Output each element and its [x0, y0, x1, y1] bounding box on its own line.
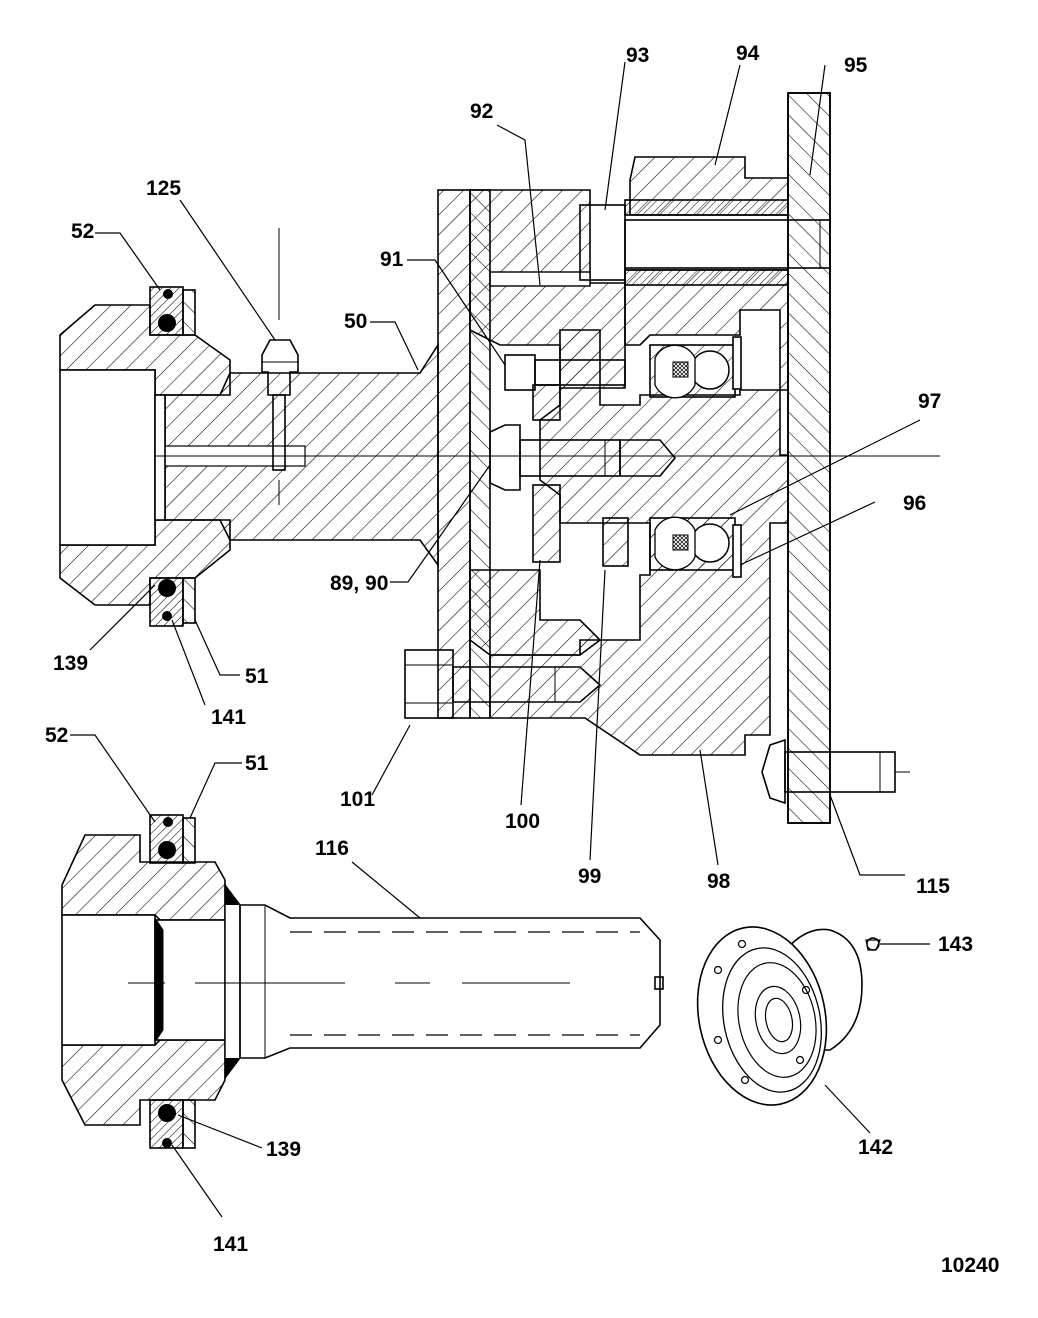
label-52-lower: 52 [45, 724, 68, 747]
label-98: 98 [707, 870, 731, 893]
label-139-upper: 139 [53, 652, 88, 675]
label-139-lower: 139 [266, 1138, 301, 1161]
label-100: 100 [505, 810, 540, 833]
label-97: 97 [918, 390, 941, 413]
label-96: 96 [903, 492, 926, 515]
label-141-lower: 141 [213, 1233, 248, 1256]
part-101-bolt [404, 649, 602, 719]
label-94: 94 [736, 42, 760, 65]
upper-assembly [59, 92, 940, 824]
label-101: 101 [340, 788, 375, 811]
figure-id: 10240 [941, 1254, 999, 1277]
part-143-fitting [865, 937, 881, 951]
label-95: 95 [844, 54, 868, 77]
label-50: 50 [344, 310, 367, 333]
label-52-upper: 52 [71, 220, 94, 243]
part-89-90-bolt [489, 424, 677, 491]
label-141-upper: 141 [211, 706, 246, 729]
seal-stack-lower-bottom [149, 1099, 196, 1149]
part-labels: 93 94 95 92 125 52 91 50 97 96 89, 90 13… [45, 42, 973, 1256]
label-115: 115 [916, 875, 950, 898]
label-51-upper: 51 [245, 665, 269, 688]
part-91-screw [504, 354, 626, 391]
part-coupling-lower [61, 834, 226, 1126]
part-96-shim [732, 336, 742, 578]
part-93-bolt [579, 204, 831, 281]
label-125: 125 [146, 177, 181, 200]
label-91: 91 [380, 248, 404, 271]
label-143: 143 [938, 933, 973, 956]
part-97-bearing-lower [649, 516, 736, 571]
label-89-90: 89, 90 [330, 572, 388, 595]
label-142: 142 [858, 1136, 893, 1159]
seal-stack-upper-bottom [149, 577, 196, 627]
part-94-carrier [624, 156, 789, 391]
part-weld-ring [224, 882, 241, 1081]
part-142-bearing-housing [696, 926, 863, 1106]
part-125-grease-fitting [261, 228, 299, 505]
part-100-plate [532, 384, 561, 563]
seal-stack-upper-top [149, 286, 196, 336]
part-115-bolt [761, 738, 910, 805]
part-95-plate [787, 92, 831, 824]
part-50-wall [437, 189, 491, 719]
label-92: 92 [470, 100, 493, 123]
part-92-flange [469, 189, 626, 389]
seal-stack-lower-top [149, 814, 196, 864]
label-116: 116 [315, 837, 349, 860]
label-99: 99 [578, 865, 601, 888]
lower-assembly [61, 814, 664, 1149]
part-97-bearing-upper [649, 344, 736, 399]
leader-lines [70, 61, 930, 1218]
label-93: 93 [626, 44, 649, 67]
part-99-washer [602, 517, 629, 567]
part-116-shaft [239, 904, 664, 1059]
label-51-lower: 51 [245, 752, 269, 775]
part-coupling-upper [59, 304, 231, 606]
